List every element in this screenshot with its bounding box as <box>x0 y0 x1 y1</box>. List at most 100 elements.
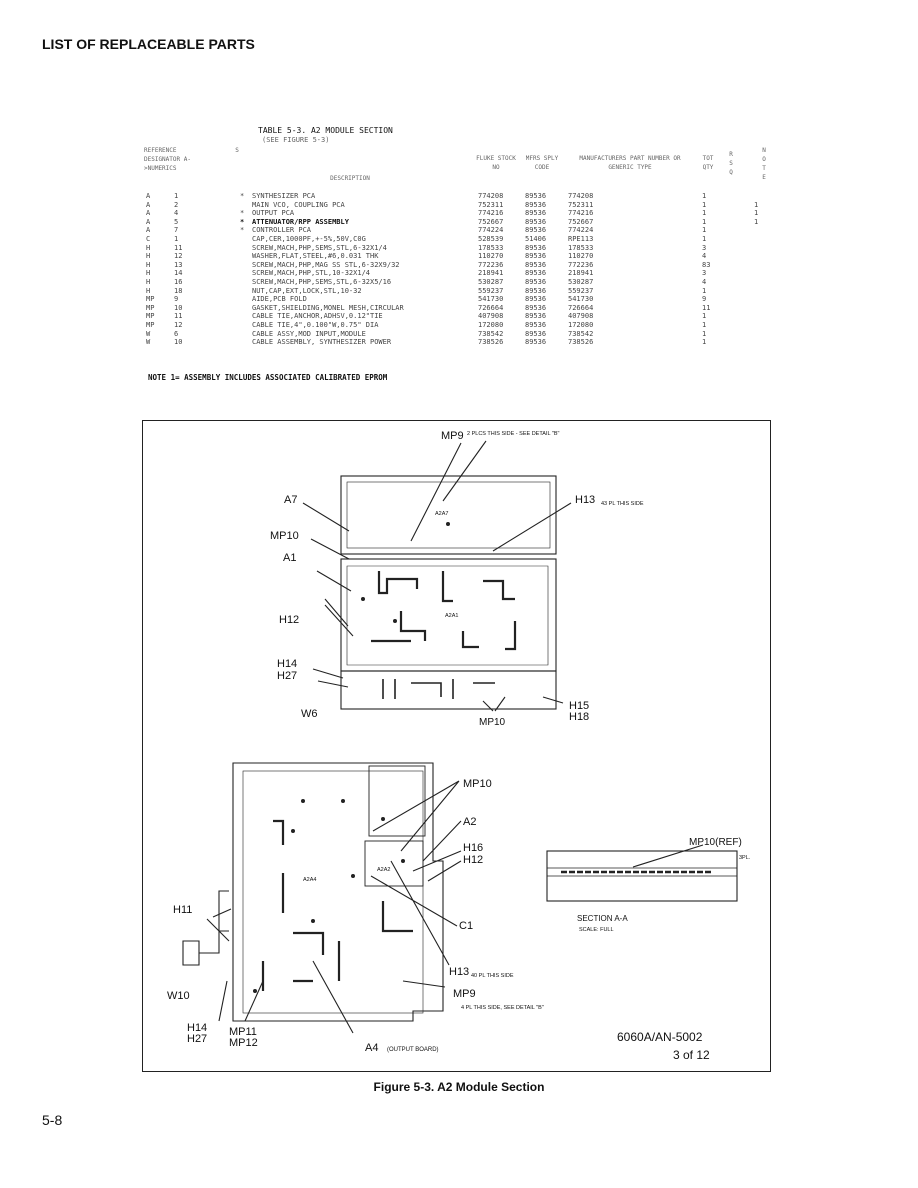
label-a2a7: A2A7 <box>435 511 448 517</box>
callout-mp10-bottom: MP10 <box>463 778 492 790</box>
cell-qty: 4 <box>702 252 707 261</box>
label-a2a4: A2A4 <box>303 877 316 883</box>
cell-ref: H <box>146 286 151 295</box>
col-header-note: N O T E <box>762 147 766 181</box>
cell-desc: CABLE TIE,4",0.100"W,0.75" DIA <box>252 320 379 329</box>
cell-desc: ATTENUATOR/RPP ASSEMBLY <box>252 217 349 226</box>
cell-desc: GASKET,SHIELDING,MONEL MESH,CIRCULAR <box>252 303 404 312</box>
col-header-desc: DESCRIPTION <box>330 175 370 182</box>
callout-a2: A2 <box>463 816 476 828</box>
callout-a1: A1 <box>283 552 296 564</box>
cell-qty: 9 <box>702 295 707 304</box>
callout-h12-top: H12 <box>279 614 299 626</box>
cell-stock: 218941 <box>478 269 504 278</box>
figure-frame: MP9 2 PLCS THIS SIDE - SEE DETAIL "B" A7… <box>142 420 771 1072</box>
cell-qty: 11 <box>702 303 711 312</box>
cell-qty: 1 <box>702 329 707 338</box>
cell-ref: A <box>146 226 151 235</box>
callout-a4-note: (OUTPUT BOARD) <box>387 1047 439 1053</box>
callout-mp12: MP12 <box>229 1037 258 1049</box>
cell-mfr: 738526 <box>568 338 594 347</box>
cell-ref: A <box>146 209 151 218</box>
cell-stock: 559237 <box>478 286 504 295</box>
cell-code: 89536 <box>525 226 547 235</box>
callout-mp10-top: MP10 <box>270 530 299 542</box>
page-number: 5-8 <box>42 1112 63 1128</box>
cell-qty: 1 <box>702 200 707 209</box>
cell-mfr: 738542 <box>568 329 594 338</box>
col-header-sd: S <box>235 147 239 154</box>
label-a2a2: A2A2 <box>377 867 390 873</box>
callout-h27-top: H27 <box>277 670 297 682</box>
cell-stock: 530287 <box>478 277 504 286</box>
cell-num: 16 <box>174 277 183 286</box>
section-title: SECTION A-A <box>577 914 628 923</box>
callout-mp10-top-b: MP10 <box>479 717 506 728</box>
callout-mp9-top: MP9 <box>441 430 464 442</box>
col-header-mfr-part: MANUFACTURERS PART NUMBER OR GENERIC TYP… <box>579 155 681 171</box>
cell-star: * <box>240 209 245 218</box>
cell-num: 14 <box>174 269 183 278</box>
cell-stock: 407908 <box>478 312 504 321</box>
cell-stock: 738542 <box>478 329 504 338</box>
cell-num: 1 <box>174 192 179 200</box>
cell-ref: H <box>146 252 151 261</box>
cell-num: 11 <box>174 312 183 321</box>
cell-desc: AIDE,PCB FOLD <box>252 295 307 304</box>
callout-h18: H18 <box>569 711 589 723</box>
callout-w6: W6 <box>301 708 318 720</box>
figure-caption: Figure 5-3. A2 Module Section <box>373 1080 545 1094</box>
cell-qty: 1 <box>702 192 707 200</box>
col-header-rsq: R S Q <box>729 151 733 176</box>
cell-mfr: 110270 <box>568 252 594 261</box>
cell-num: 4 <box>174 209 179 218</box>
cell-stock: 752667 <box>478 217 504 226</box>
cell-stock: 541730 <box>478 295 504 304</box>
callout-h15: H15 <box>569 700 589 712</box>
cell-star: * <box>240 217 245 226</box>
callout-w10: W10 <box>167 990 190 1002</box>
callout-h16: H16 <box>463 842 483 854</box>
cell-n: 1 <box>754 217 759 226</box>
doc-page-of: 3 of 12 <box>673 1048 710 1062</box>
col-header-ref: REFERENCE DESIGNATOR A->NUMERICS <box>144 147 191 172</box>
cell-qty: 4 <box>702 277 707 286</box>
cell-ref: MP <box>146 303 155 312</box>
cell-mfr: 530287 <box>568 277 594 286</box>
callout-h14-bottom: H14 <box>187 1022 207 1034</box>
cell-desc: SCREW,MACH,PHP,SEMS,STL,6-32X1/4 <box>252 243 387 252</box>
cell-qty: 1 <box>702 226 707 235</box>
cell-mfr: 774216 <box>568 209 594 218</box>
cell-ref: A <box>146 217 151 226</box>
cell-mfr: 752667 <box>568 217 594 226</box>
section-scale: SCALE: FULL <box>579 927 614 933</box>
cell-qty: 1 <box>702 217 707 226</box>
callout-mp9-bottom: MP9 <box>453 988 476 1000</box>
col-header-stock: FLUKE STOCK NO <box>476 155 516 171</box>
cell-qty: 83 <box>702 260 711 269</box>
callout-h12-bottom: H12 <box>463 854 483 866</box>
cell-desc: CABLE ASSY,MOD INPUT,MODULE <box>252 329 366 338</box>
cell-num: 6 <box>174 329 179 338</box>
cell-qty: 1 <box>702 338 707 347</box>
cell-num: 2 <box>174 200 179 209</box>
table-title: TABLE 5-3. A2 MODULE SECTION <box>258 126 393 135</box>
cell-desc: CABLE ASSEMBLY, SYNTHESIZER POWER <box>252 338 392 347</box>
cell-mfr: 774224 <box>568 226 594 235</box>
callout-h11: H11 <box>173 904 192 916</box>
callout-h13-top-note: 43 PL THIS SIDE <box>601 501 644 507</box>
callout-mp10-ref: MP10(REF) <box>689 837 742 848</box>
cell-stock: 726664 <box>478 303 504 312</box>
cell-code: 89536 <box>525 277 547 286</box>
cell-star: * <box>240 192 245 200</box>
cell-ref: H <box>146 243 151 252</box>
cell-qty: 1 <box>702 312 707 321</box>
cell-qty: 3 <box>702 243 707 252</box>
